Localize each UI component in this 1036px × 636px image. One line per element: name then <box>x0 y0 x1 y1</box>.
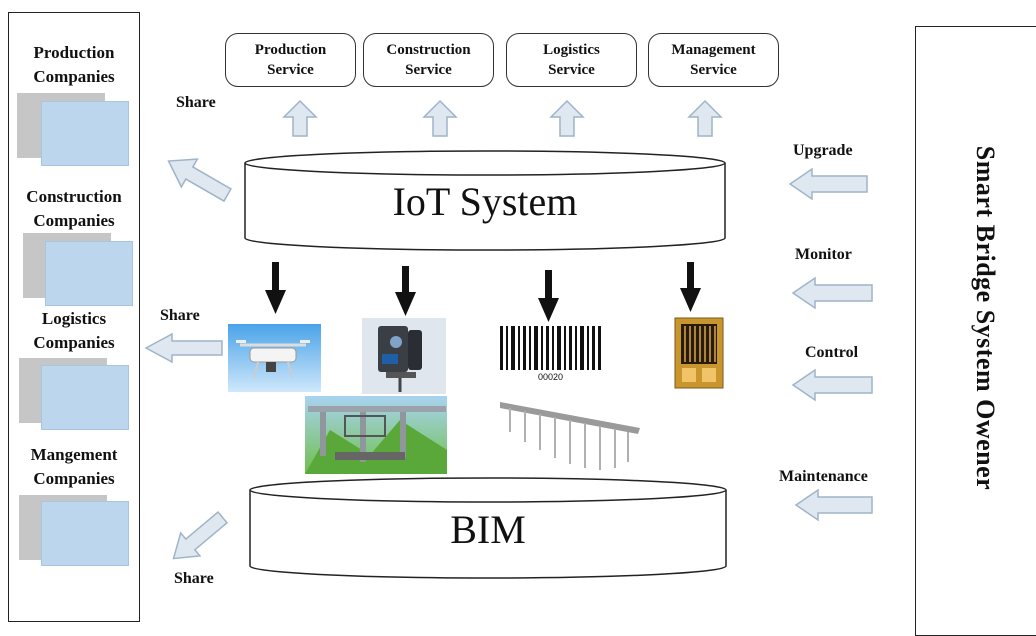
company-card-management <box>41 501 129 566</box>
company-label-logistics: Logistics Companies <box>9 307 139 355</box>
company-card-production <box>41 101 129 166</box>
company-label-management: Mangement Companies <box>9 443 139 491</box>
bim-cylinder <box>249 477 727 579</box>
up-arrow-icon <box>422 99 458 137</box>
service-line: Service <box>690 62 737 78</box>
companies-panel: Production Companies Construction Compan… <box>8 12 140 622</box>
control-label: Control <box>805 344 859 361</box>
company-label-line: Companies <box>33 333 115 352</box>
service-line: Service <box>405 62 452 78</box>
company-label-line: Construction <box>26 187 122 206</box>
barcode-image <box>500 326 601 370</box>
company-card-logistics <box>41 365 129 430</box>
up-arrow-icon <box>549 99 585 137</box>
share-arrow-icon <box>172 511 229 560</box>
company-card-construction <box>45 241 133 306</box>
iot-system-label: IoT System <box>392 179 578 224</box>
share-label-middle: Share <box>160 307 200 324</box>
laser-scanner-image <box>362 318 446 394</box>
share-arrow-icon <box>167 158 232 203</box>
service-line: Construction <box>386 42 471 58</box>
company-label-line: Companies <box>33 211 115 230</box>
down-arrow-icon <box>265 262 286 314</box>
share-label-bottom: Share <box>174 570 214 587</box>
maintenance-arrow-icon <box>794 488 873 522</box>
monitor-arrow-icon <box>791 276 873 310</box>
bridge-construction-image <box>305 396 447 474</box>
iot-system-cylinder <box>244 150 726 251</box>
down-arrow-icon <box>680 262 701 312</box>
service-line: Service <box>548 62 595 78</box>
service-line: Management <box>671 42 756 58</box>
maintenance-label: Maintenance <box>779 468 868 485</box>
share-arrow-icon <box>144 332 223 364</box>
company-label-line: Mangement <box>30 445 118 464</box>
company-label-line: Companies <box>33 469 115 488</box>
down-arrow-icon <box>395 266 416 316</box>
monitor-label: Monitor <box>795 246 852 263</box>
share-label-top: Share <box>176 94 216 111</box>
control-arrow-icon <box>791 368 873 402</box>
upgrade-label: Upgrade <box>793 142 853 159</box>
service-line: Logistics <box>543 42 600 58</box>
down-arrow-icon <box>538 270 559 322</box>
company-label-construction: Construction Companies <box>9 185 139 233</box>
company-label-line: Companies <box>33 67 115 86</box>
bridge-bim-model-image <box>500 402 640 470</box>
bim-label: BIM <box>450 507 526 552</box>
drone-image <box>228 324 321 392</box>
company-label-line: Logistics <box>41 309 107 328</box>
company-label-production: Production Companies <box>9 41 139 89</box>
up-arrow-icon <box>687 99 723 137</box>
service-line: Production <box>254 42 327 58</box>
up-arrow-icon <box>282 99 318 137</box>
upgrade-arrow-icon <box>788 167 868 201</box>
service-line: Service <box>267 62 314 78</box>
strain-gauge-sensor-image <box>674 317 724 389</box>
barcode-number: 00020 <box>538 372 564 382</box>
company-label-line: Production <box>33 43 115 62</box>
